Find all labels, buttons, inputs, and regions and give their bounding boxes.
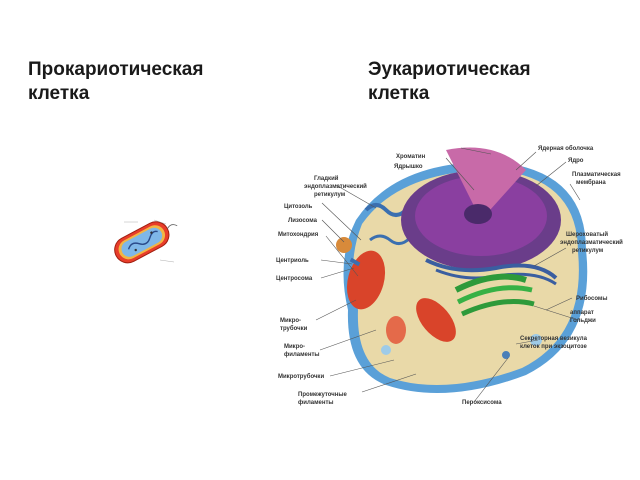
chromatin-shape (446, 147, 526, 220)
peroxisome-shape (502, 351, 510, 359)
rough-er-shape (425, 258, 558, 280)
label-cytosol: Цитозоль (284, 204, 313, 210)
label-plasma-membrane-1: Плазматическая (572, 172, 621, 178)
label-secretory-vesicle-2: клеток при экзоцитозе (520, 344, 587, 350)
label-secretory-vesicle-1: Секреторная везикула (520, 336, 588, 342)
label-microtubules-short-1: Микро- (280, 318, 301, 324)
golgi-shape (454, 273, 527, 293)
smooth-er-shape (369, 234, 412, 245)
label-rough-er-1: Шероховатый (566, 231, 608, 238)
label-nucleus: Ядро (568, 158, 584, 164)
label-smooth-er-1: Гладкий (314, 175, 339, 182)
prokaryotic-cell-svg (114, 219, 178, 264)
prokaryote-ribosome (134, 248, 137, 252)
golgi-shape (460, 299, 535, 317)
label-chromatin: Хроматин (396, 154, 426, 160)
nucleolus-shape (464, 204, 492, 224)
prokaryote-nucleoid (127, 230, 158, 250)
vesicle-shape (381, 345, 391, 355)
label-microtubules-short-2: трубочки (280, 325, 308, 332)
label-golgi-1: аппарат (570, 310, 594, 316)
label-rough-er-2: эндоплазматический (560, 239, 623, 246)
label-peroxisome: Пероксисома (462, 400, 502, 406)
eukaryotic-title-line1: Эукариотическая (368, 59, 531, 80)
label-microfilaments-2: филаменты (284, 351, 320, 358)
label-intermediate-filaments-1: Промежуточные (298, 392, 348, 398)
label-plasma-membrane-2: мембрана (576, 179, 606, 186)
eukaryotic-title-line2: клетка (368, 83, 430, 104)
label-lysosome: Лизосома (288, 218, 318, 224)
label-intermediate-filaments-2: филаменты (298, 399, 334, 406)
label-rough-er-3: ретикулум (572, 248, 604, 254)
label-microfilaments-1: Микро- (284, 344, 305, 350)
prokaryote-label-line (159, 259, 175, 263)
mitochondrion-shape (416, 298, 456, 342)
prokaryotic-cell-illustration (104, 210, 184, 270)
prokaryotic-title-line1: Прокариотическая (28, 59, 204, 80)
mitochondrion-shape (346, 250, 386, 310)
prokaryote-ribosome (150, 231, 153, 234)
prokaryotic-title-line2: клетка (28, 83, 90, 104)
label-centrosome: Центросома (276, 276, 313, 282)
label-centriole: Центриоль (276, 258, 309, 264)
label-smooth-er-3: ретикулум (314, 192, 346, 198)
label-ribosomes: Рибосомы (576, 295, 607, 302)
prokaryote-flagellum (167, 224, 178, 229)
eukaryotic-cell-illustration: Хроматин Ядрышко Гладкий эндоплазматичес… (266, 140, 636, 415)
lysosome-shape (336, 237, 352, 253)
label-microtubules: Микротрубочки (278, 373, 324, 380)
centriole-shape (349, 257, 361, 267)
label-nuclear-envelope: Ядерная оболочка (538, 145, 594, 152)
eukaryotic-cell-title: Эукариотическая клетка (368, 58, 628, 106)
secretory-vesicle-shape (530, 334, 542, 346)
golgi-shape (456, 285, 533, 305)
prokaryotic-cell-title: Прокариотическая клетка (28, 58, 288, 106)
label-golgi-2: Гольджи (570, 318, 596, 324)
mitochondrion-shape (386, 316, 406, 344)
leader-lines (315, 147, 581, 403)
label-nucleolus: Ядрышко (394, 164, 423, 170)
eukaryotic-cell-svg: Хроматин Ядрышко Гладкий эндоплазматичес… (276, 145, 623, 406)
prokaryote-cytoplasm (121, 227, 163, 257)
prokaryote-label-line (153, 219, 167, 225)
label-smooth-er-2: эндоплазматический (304, 183, 367, 190)
label-mitochondrion: Митохондрия (278, 232, 319, 238)
